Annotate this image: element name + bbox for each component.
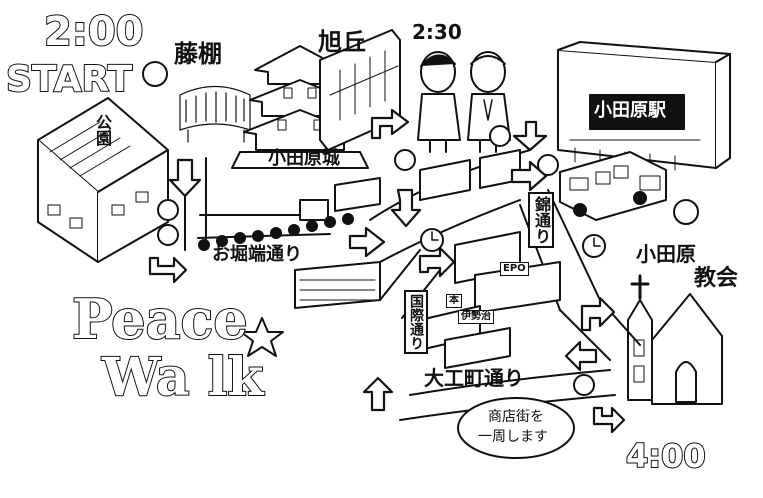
fujidana-label: 藤棚: [174, 40, 222, 68]
turn-arrow-icon: [510, 160, 548, 192]
shopping-buildings: [294, 149, 561, 369]
mid-time: 2:30: [412, 20, 462, 44]
route-arrows: [148, 108, 626, 434]
end-time: 4:00: [625, 437, 707, 475]
turn-arrow-icon: [418, 246, 456, 278]
sign-isetan: 伊勢治: [458, 310, 494, 324]
castle-label: 小田原城: [268, 148, 340, 169]
church-label-line2: 教会: [694, 266, 739, 291]
note-line2: 一周します: [478, 429, 548, 445]
up-arrow-icon: [362, 376, 394, 412]
page-title-line2: Wa lk: [101, 347, 264, 408]
street-nishiki: 錦通り: [528, 192, 554, 248]
walker-face-icon: [142, 61, 699, 396]
page-title-line1: Peace: [71, 287, 249, 351]
church-label-line1: 小田原: [636, 242, 696, 266]
station-building: [557, 41, 731, 171]
turn-arrow-icon: [390, 188, 422, 228]
station-label: 小田原駅: [594, 100, 666, 121]
turn-arrow-icon: [370, 108, 410, 140]
turn-arrow-icon: [564, 340, 598, 372]
street-daiku: 大工町通り: [424, 366, 524, 390]
sign-book: 本: [446, 294, 462, 308]
start-label: START: [5, 59, 133, 100]
turn-arrow-icon: [592, 406, 626, 434]
star-icon: [240, 317, 284, 357]
turn-arrow-icon: [148, 256, 188, 284]
note-bubble: [457, 397, 575, 459]
church-building: [627, 293, 723, 405]
turn-arrow-icon: [512, 120, 548, 152]
street-ohoribata: お堀端通り: [212, 244, 302, 265]
park-label: 公園: [93, 114, 112, 146]
street-kokusai: 国際通り: [404, 290, 428, 354]
right-arrow-icon: [348, 226, 386, 258]
down-arrow-icon: [168, 158, 202, 198]
turn-arrow-icon: [580, 296, 616, 332]
note-line1: 商店街を: [488, 409, 544, 425]
wisteria-trellis: [179, 86, 251, 143]
bus-illustration: [559, 151, 667, 221]
church-cross-icon: [630, 274, 650, 300]
clock-icon: [420, 228, 606, 258]
hedge-icons: [198, 213, 354, 251]
park-building: [37, 97, 169, 263]
start-time: 2:00: [43, 9, 144, 55]
asahigaoka-label: 旭丘: [318, 28, 366, 56]
sign-epo: EPO: [500, 262, 529, 276]
